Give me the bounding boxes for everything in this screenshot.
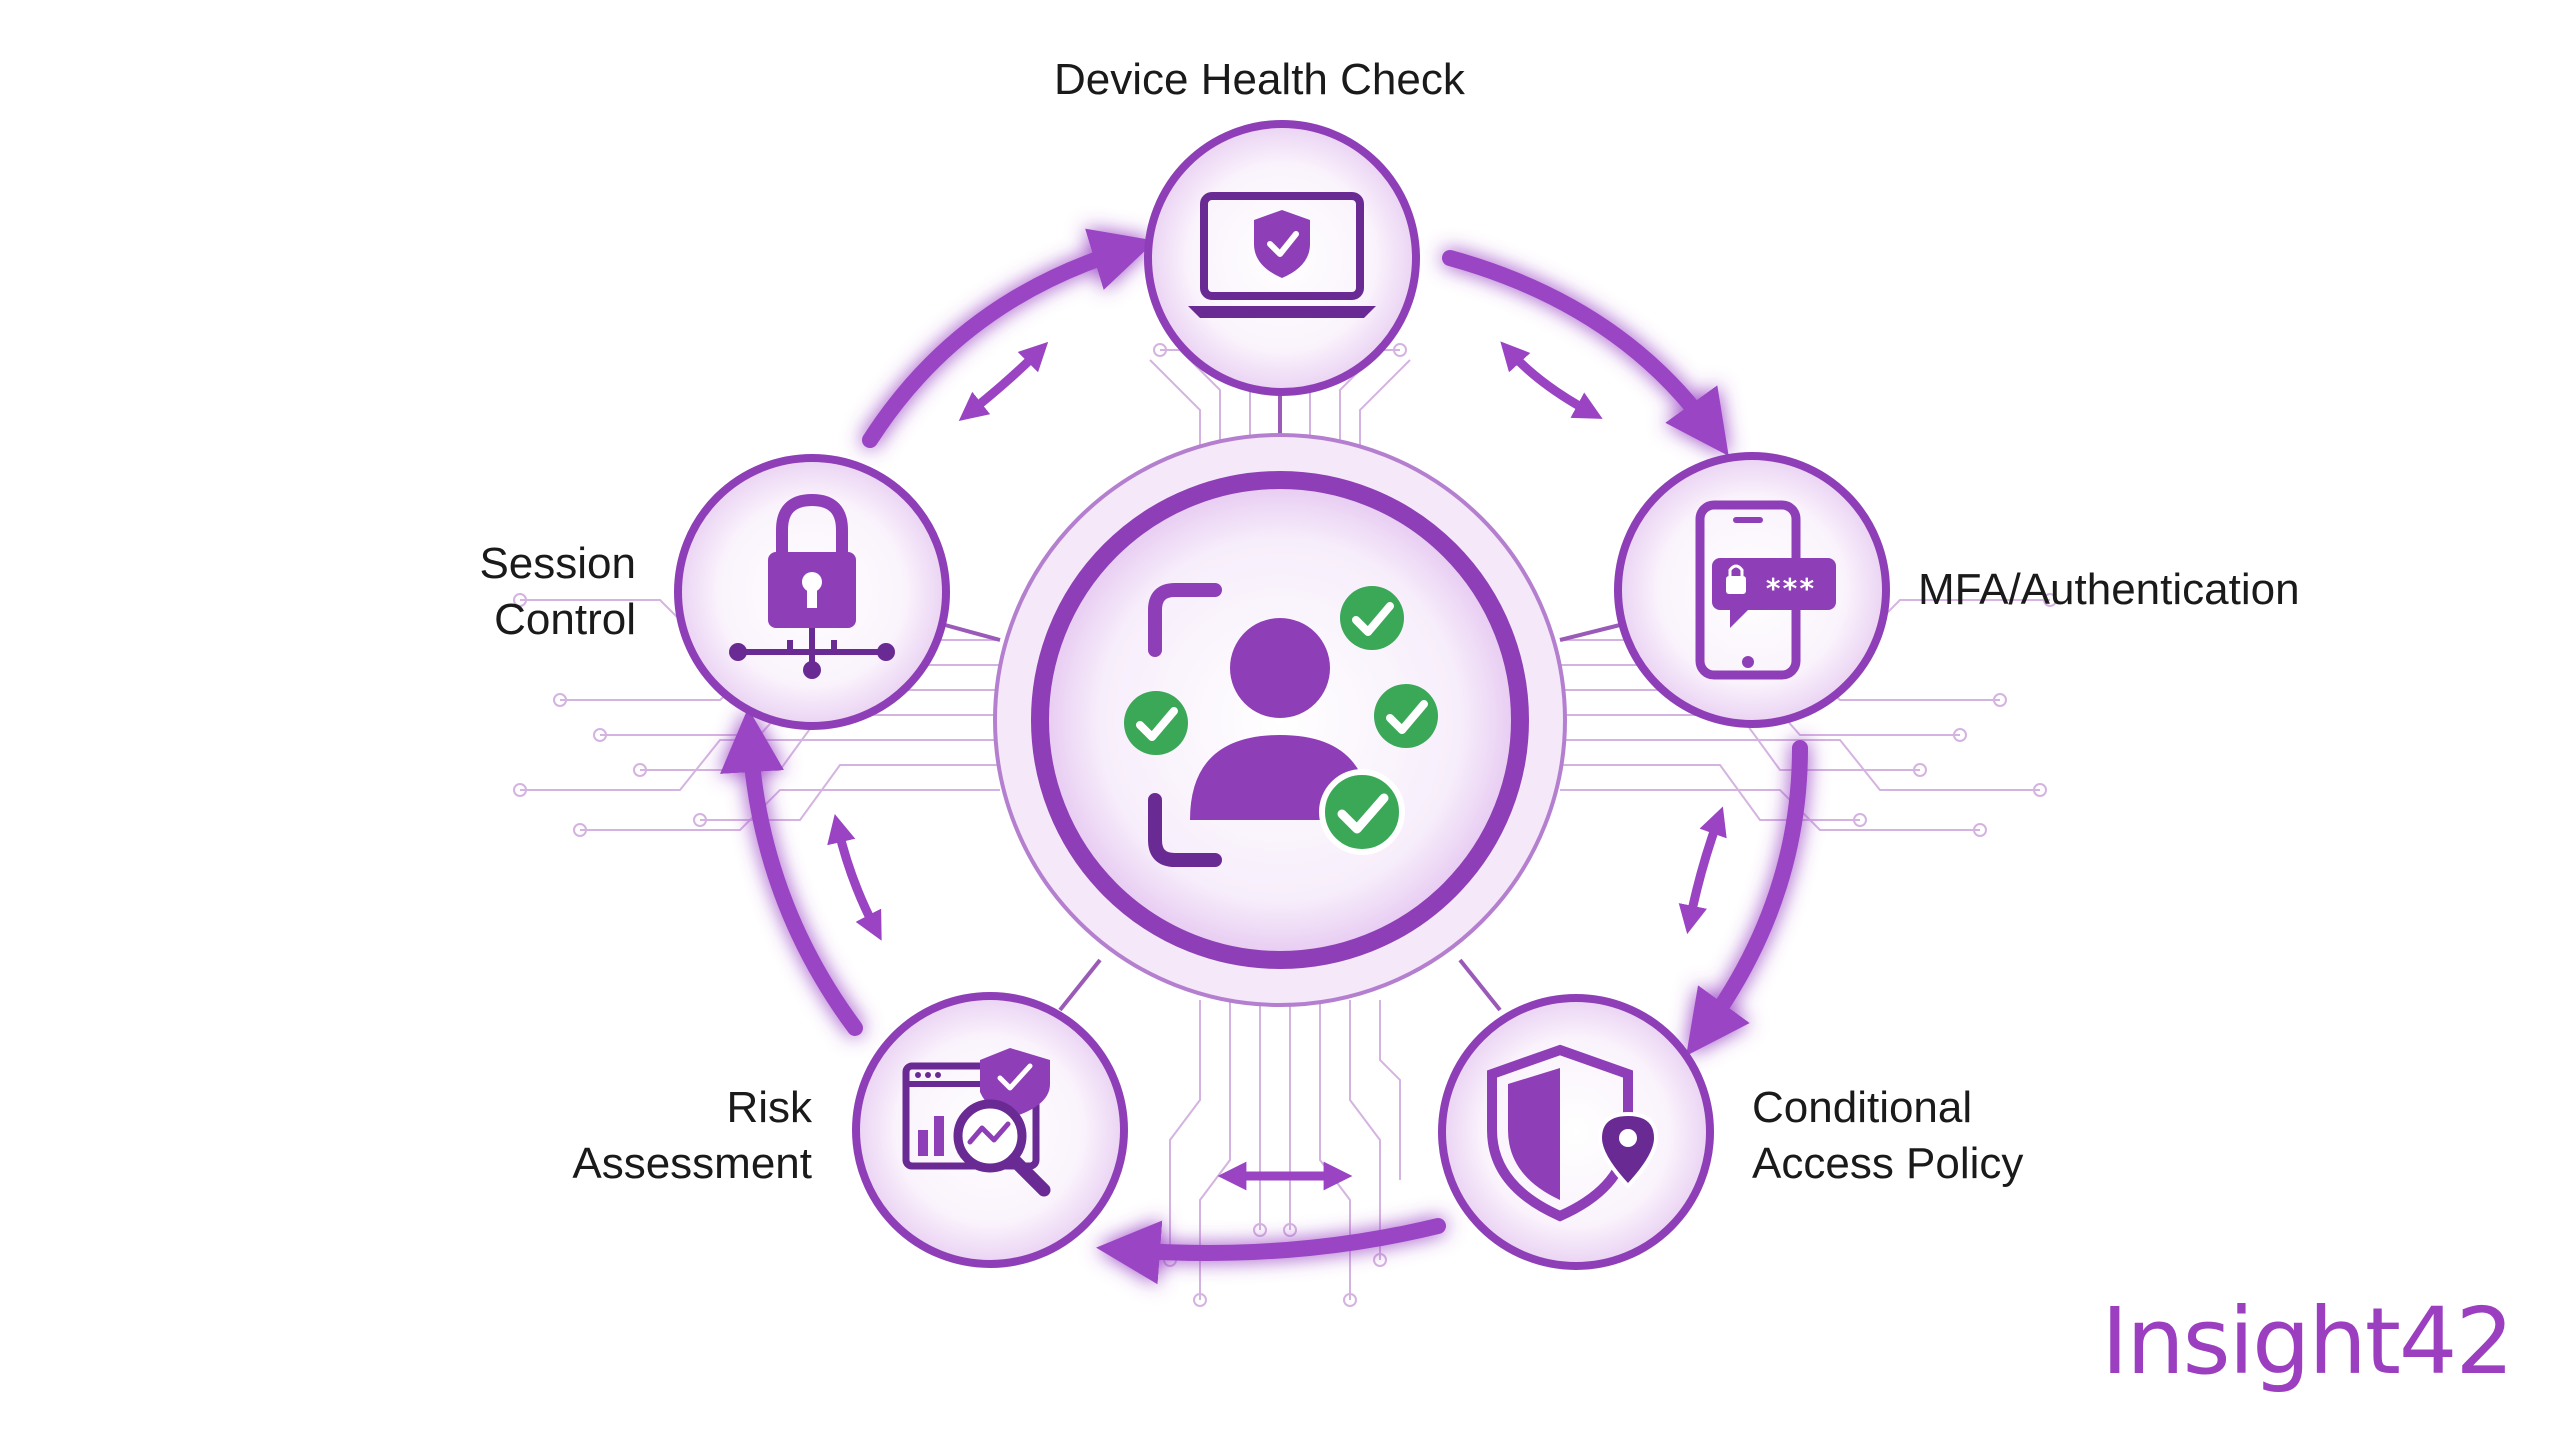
user-verified-icon — [1124, 583, 1438, 867]
check-badge-icon — [1374, 684, 1438, 748]
label-device-health-check: Device Health Check — [1054, 55, 1465, 104]
arrow-risk-to-session — [720, 708, 863, 1036]
label-conditional-access-policy: Conditional Access Policy — [1752, 1083, 2024, 1188]
node-device-health-check — [1144, 120, 1420, 396]
arrow-mfa-to-policy — [1686, 740, 1808, 1056]
node-session-control — [674, 454, 950, 730]
svg-text:***: *** — [1765, 572, 1816, 605]
center-hub — [993, 433, 1567, 1007]
label-session-control: Session Control — [479, 539, 636, 644]
node-conditional-access-policy — [1438, 994, 1714, 1270]
arrow-policy-to-risk — [1096, 1218, 1446, 1285]
bidirectional-arrows — [827, 341, 1727, 1191]
risk-analysis-icon — [902, 1048, 1051, 1197]
arrow-device-to-mfa — [1442, 250, 1729, 456]
connectors — [944, 390, 1621, 1012]
check-badge-icon — [1124, 691, 1188, 755]
label-mfa-authentication: MFA/Authentication — [1918, 565, 2300, 614]
laptop-shield-icon — [1188, 192, 1376, 318]
brand-logo: Insight42 — [2101, 1288, 2514, 1395]
check-badge-icon — [1319, 769, 1405, 855]
shield-location-icon — [1487, 1044, 1659, 1222]
cycle-arrows — [720, 228, 1808, 1285]
check-badge-icon — [1340, 586, 1404, 650]
label-risk-assessment: Risk Assessment — [572, 1083, 812, 1188]
arrow-session-to-device — [862, 228, 1156, 448]
node-mfa-authentication: *** — [1614, 452, 1890, 728]
phone-password-icon: *** — [1695, 500, 1836, 680]
padlock-network-icon — [729, 493, 895, 679]
node-risk-assessment — [852, 992, 1128, 1268]
